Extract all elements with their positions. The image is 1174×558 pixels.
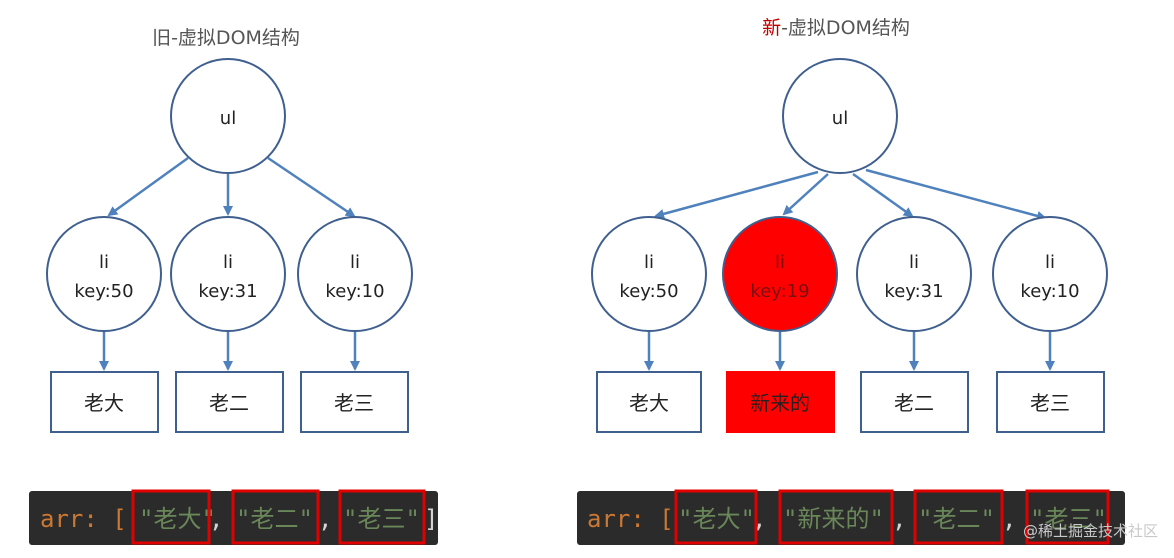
old-li-key: key:31 bbox=[198, 281, 257, 302]
new-root-node: ul bbox=[782, 58, 898, 174]
old-li-key: key:50 bbox=[74, 281, 133, 302]
new-li-key: key:19 bbox=[750, 281, 809, 302]
old-text-box: 老大 bbox=[50, 371, 159, 433]
new-code-frame bbox=[674, 489, 758, 545]
new-text-box-highlighted: 新来的 bbox=[726, 371, 835, 433]
new-tree-title-rest: -虚拟DOM结构 bbox=[781, 17, 910, 39]
new-code-value: "老大" bbox=[678, 505, 755, 533]
new-code-separator: , bbox=[892, 505, 906, 533]
new-li-tag: li bbox=[909, 252, 919, 273]
new-code-value: "新来的" bbox=[783, 505, 884, 533]
edge-old-root-li1 bbox=[107, 156, 189, 217]
new-text-box: 老二 bbox=[860, 371, 969, 433]
watermark: @稀土掘金技术社区 bbox=[1023, 522, 1158, 540]
old-code-separator: , bbox=[209, 505, 223, 533]
old-root-node: ul bbox=[170, 58, 286, 174]
old-text-box-label: 老大 bbox=[84, 391, 124, 415]
old-li-node: li key:31 bbox=[170, 216, 286, 332]
new-tree-title-accent: 新 bbox=[762, 17, 781, 39]
old-li-node: li key:10 bbox=[297, 216, 413, 332]
edge-new-root-li2 bbox=[782, 173, 829, 216]
old-li-node: li key:50 bbox=[46, 216, 162, 332]
new-li-node-highlighted: li key:19 bbox=[722, 216, 838, 332]
old-code-separator: , bbox=[318, 505, 332, 533]
new-li-node: li key:50 bbox=[591, 216, 707, 332]
old-text-box-label: 老二 bbox=[209, 391, 249, 415]
old-code-value: "老大" bbox=[139, 505, 216, 533]
new-code-strip: arr: [ "老大" , "新来的" , "老二" , "老三" bbox=[577, 489, 1125, 545]
old-text-box-label: 老三 bbox=[334, 391, 374, 415]
new-code-frame bbox=[1025, 489, 1110, 545]
new-root-label: ul bbox=[832, 108, 848, 129]
new-code-frame bbox=[778, 489, 894, 545]
new-li-tag: li bbox=[775, 252, 785, 273]
old-code-frame bbox=[231, 489, 320, 545]
edge-old-root-li3 bbox=[267, 156, 356, 218]
new-code-separator: , bbox=[752, 505, 766, 533]
old-li-tag: li bbox=[223, 252, 233, 273]
old-text-box: 老三 bbox=[300, 371, 409, 433]
new-text-box-label: 老大 bbox=[629, 391, 669, 415]
new-code-value: "老二" bbox=[918, 505, 995, 533]
old-code-frame bbox=[131, 489, 211, 545]
edge-new-root-li1 bbox=[654, 170, 819, 219]
old-code-frame bbox=[338, 489, 426, 545]
new-text-box: 老三 bbox=[996, 371, 1105, 433]
new-code-prefix: arr: [ bbox=[587, 505, 674, 533]
old-code-strip: arr: [ "老大" , "老二" , "老三" ] bbox=[29, 489, 438, 545]
new-li-tag: li bbox=[644, 252, 654, 273]
old-li-tag: li bbox=[99, 252, 109, 273]
new-text-box-label: 老三 bbox=[1030, 391, 1070, 415]
new-text-box-label: 新来的 bbox=[750, 391, 810, 415]
new-code-value: "老三" bbox=[1030, 505, 1107, 533]
new-tree-title: 新-虚拟DOM结构 bbox=[762, 17, 910, 39]
edge-new-root-li3 bbox=[852, 172, 914, 218]
old-code-suffix: ] bbox=[424, 505, 438, 533]
new-text-box: 老大 bbox=[596, 371, 702, 433]
new-li-key: key:50 bbox=[619, 281, 678, 302]
old-code-prefix: arr: [ bbox=[40, 505, 127, 533]
old-li-key: key:10 bbox=[325, 281, 384, 302]
old-tree-title: 旧-虚拟DOM结构 bbox=[152, 27, 300, 49]
new-code-frame bbox=[913, 489, 1004, 545]
new-tree: ul li key:50 li key:19 li key:31 li key:… bbox=[591, 58, 1108, 433]
old-code-value: "老二" bbox=[236, 505, 313, 533]
edge-new-root-li4 bbox=[865, 168, 1047, 221]
old-tree: ul li key:50 li key:31 li key:10 老大 老二 bbox=[46, 58, 413, 433]
old-li-tag: li bbox=[350, 252, 360, 273]
new-li-key: key:31 bbox=[884, 281, 943, 302]
new-text-box-label: 老二 bbox=[894, 391, 934, 415]
new-li-node: li key:31 bbox=[856, 216, 972, 332]
new-li-key: key:10 bbox=[1020, 281, 1079, 302]
new-li-tag: li bbox=[1045, 252, 1055, 273]
old-text-box: 老二 bbox=[175, 371, 284, 433]
old-code-value: "老三" bbox=[343, 505, 420, 533]
new-code-separator: , bbox=[1002, 505, 1016, 533]
old-root-label: ul bbox=[220, 108, 236, 129]
new-li-node: li key:10 bbox=[992, 216, 1108, 332]
